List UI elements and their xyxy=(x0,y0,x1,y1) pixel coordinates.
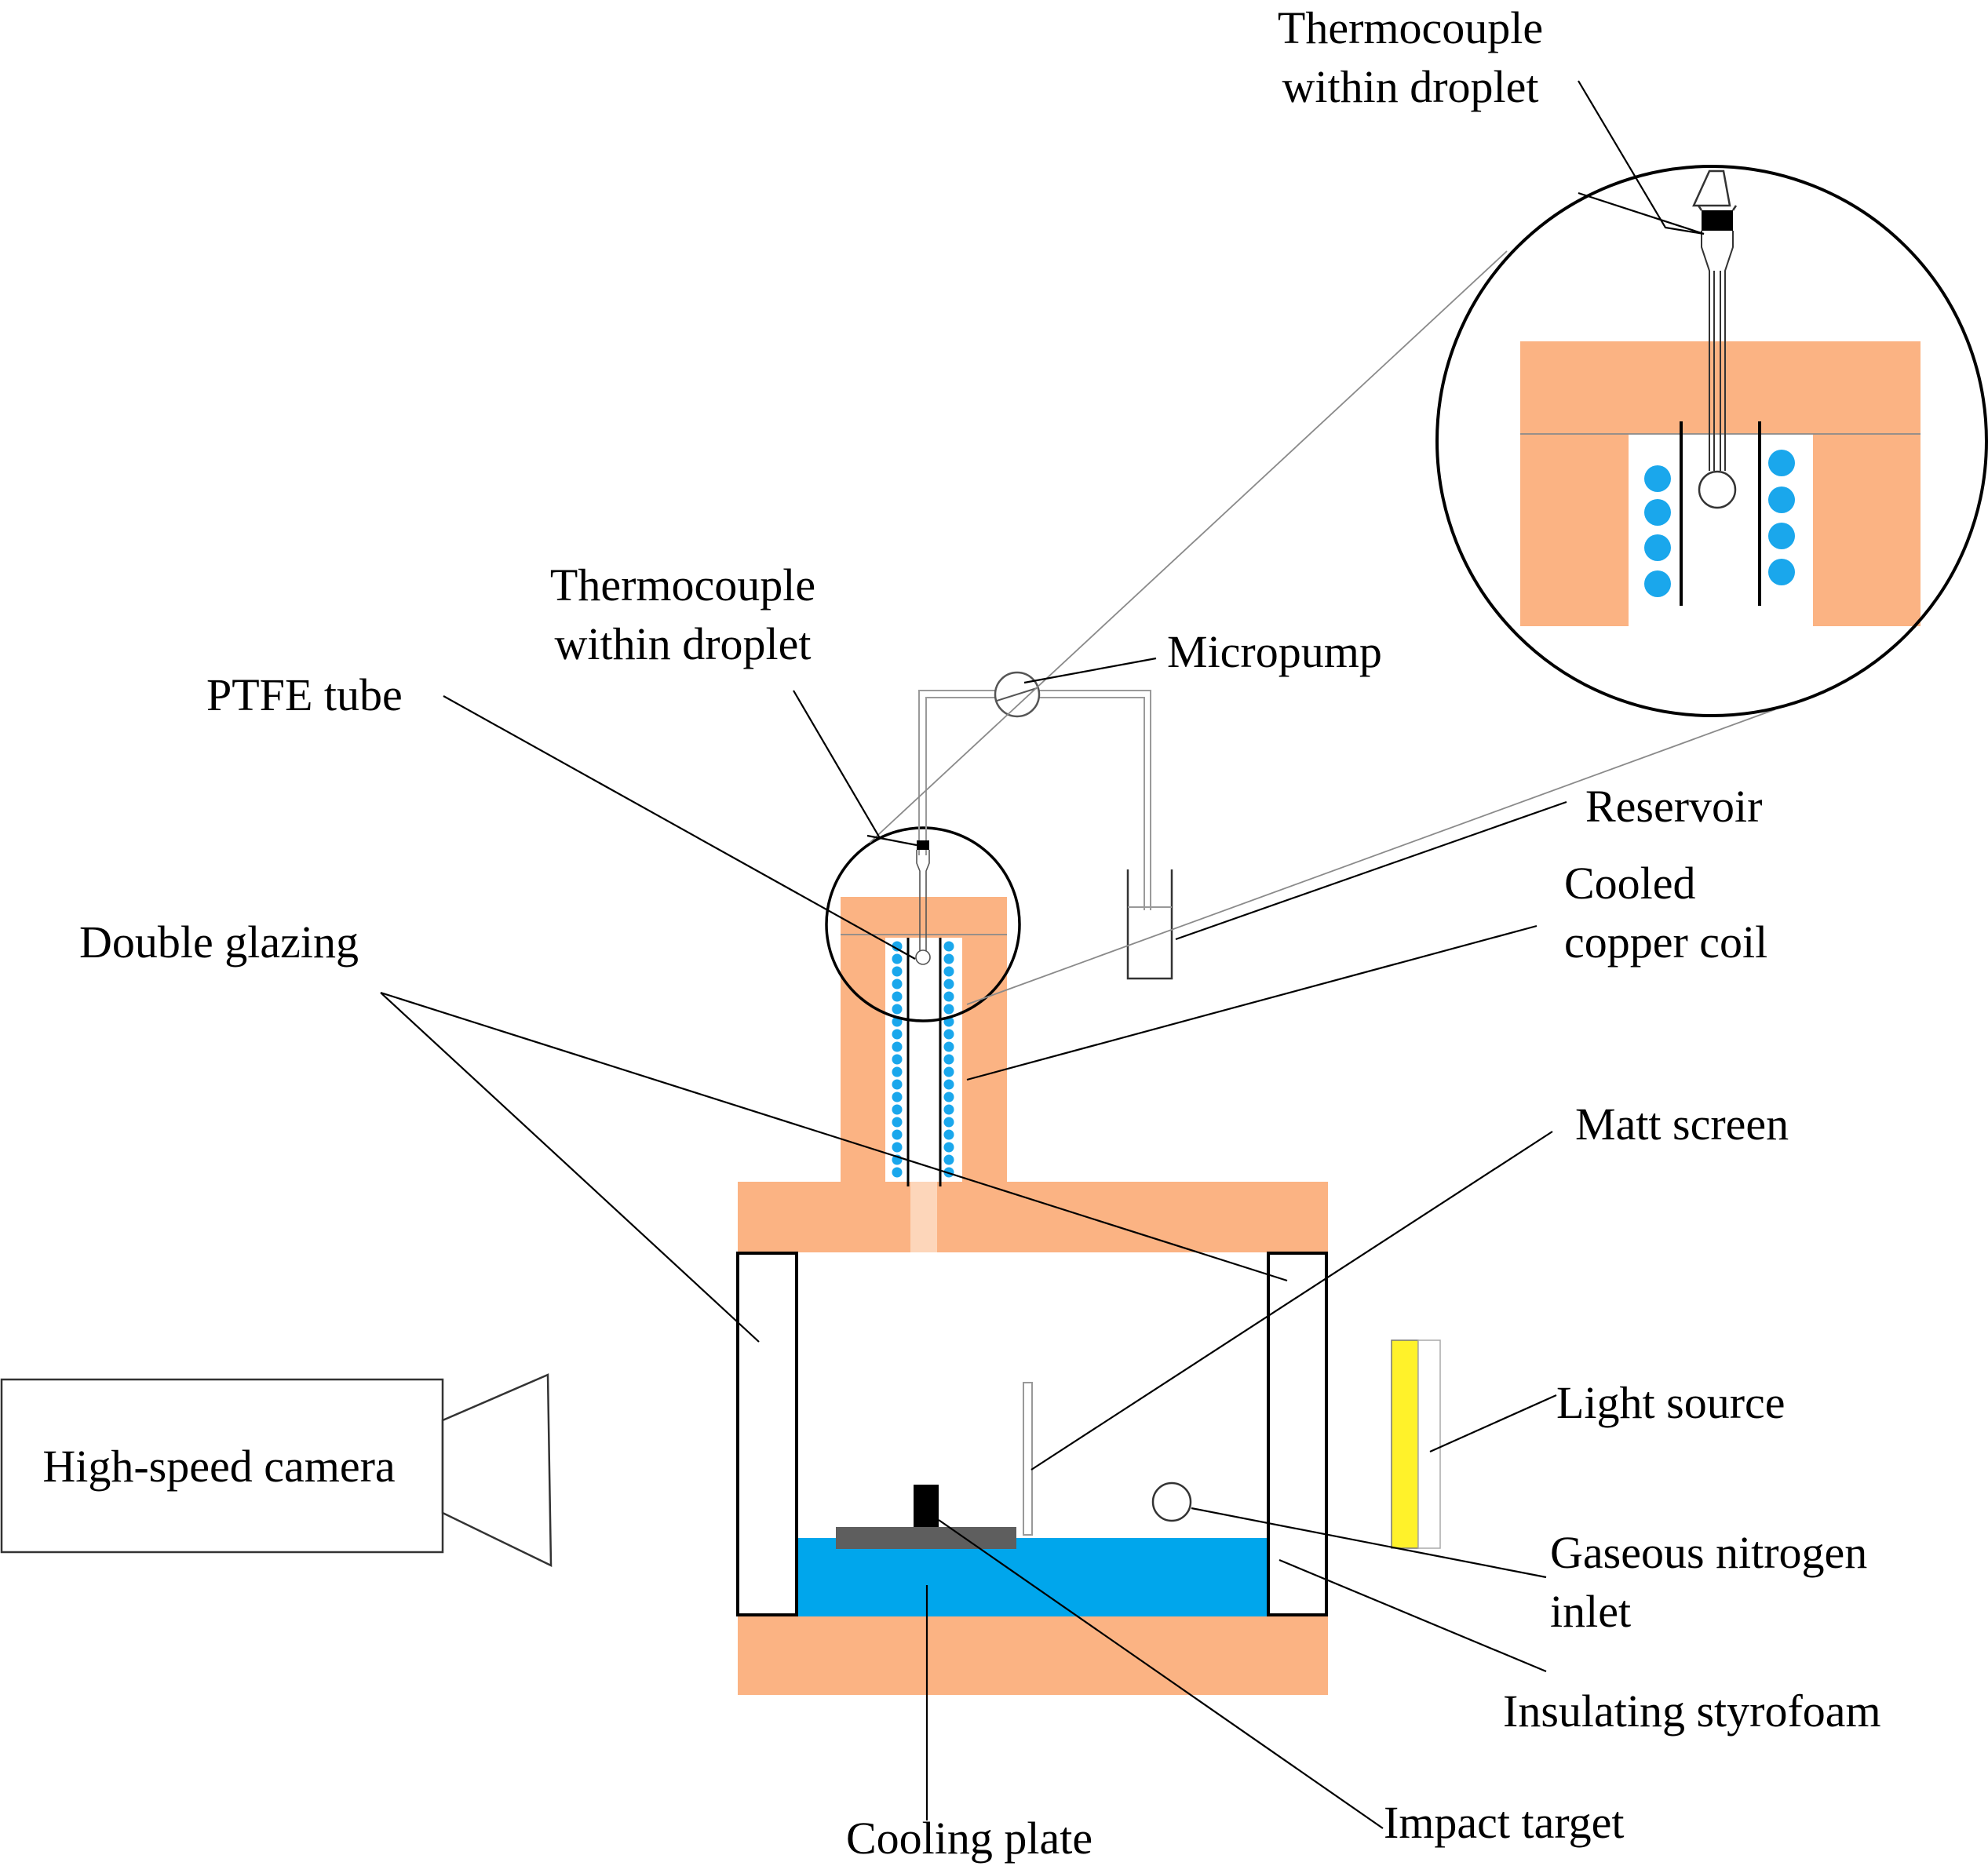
double-glazing-right xyxy=(1267,1252,1328,1616)
label-gaseous-nitrogen-inlet-line2: inlet xyxy=(1550,1586,1631,1637)
camera-body xyxy=(0,1378,444,1554)
label-cooled-copper-coil-line2: copper coil xyxy=(1564,917,1767,968)
impact-target-base xyxy=(836,1527,1016,1549)
label-high-speed-camera: High-speed camera xyxy=(42,1441,395,1492)
thermocouple-large xyxy=(1692,169,1731,207)
coil-dot xyxy=(943,1079,954,1090)
inset-coil-dot xyxy=(1644,465,1671,492)
coil-dot xyxy=(892,1092,903,1102)
coil-dot xyxy=(892,1054,903,1065)
cooling-plate xyxy=(797,1538,1268,1616)
inset-coil-dot xyxy=(1768,559,1795,585)
drop-aperture xyxy=(910,1182,937,1252)
inset-coil-dot xyxy=(1768,487,1795,513)
droplet-small xyxy=(915,949,931,965)
fluid-line xyxy=(915,671,1173,980)
label-gaseous-nitrogen-inlet-line1: Gaseous nitrogen xyxy=(1550,1527,1867,1578)
inset-coil-dot xyxy=(1768,523,1795,549)
high-speed-camera xyxy=(0,1373,553,1568)
coil-dot xyxy=(892,953,903,964)
coil-dot xyxy=(943,1104,954,1115)
coil-dot xyxy=(943,979,954,989)
camera-lens xyxy=(441,1373,553,1568)
inset-coil-dot xyxy=(1644,570,1671,597)
coil-dot xyxy=(892,966,903,977)
coil-dot xyxy=(892,1167,903,1178)
label-ptfe-tube: PTFE tube xyxy=(206,669,403,720)
coil-dot xyxy=(892,1004,903,1015)
nitrogen-inlet xyxy=(1151,1482,1192,1522)
coil-dot xyxy=(943,941,954,952)
label-cooled-copper-coil-line1: Cooled xyxy=(1564,858,1696,909)
coil-dot xyxy=(892,1041,903,1052)
label-reservoir: Reservoir xyxy=(1585,781,1763,832)
label-impact-target: Impact target xyxy=(1384,1797,1625,1848)
label-thermocouple-top-line2: within droplet xyxy=(1282,61,1538,112)
copper-coil xyxy=(892,941,954,1178)
coil-dot xyxy=(892,1129,903,1140)
coil-dot xyxy=(892,979,903,989)
inset-coil-dot xyxy=(1644,499,1671,526)
labels: Thermocouple within droplet Thermocouple… xyxy=(42,2,1880,1864)
coil-dot xyxy=(943,1129,954,1140)
coil-dot xyxy=(943,1054,954,1065)
coil-dot xyxy=(892,941,903,952)
light-source-lamp xyxy=(1391,1339,1419,1549)
reservoir xyxy=(1126,869,1173,980)
label-micropump: Micropump xyxy=(1167,626,1382,677)
coil-dot xyxy=(892,1117,903,1128)
label-insulating-styrofoam: Insulating styrofoam xyxy=(1503,1686,1881,1737)
coil-dot xyxy=(943,1029,954,1040)
coil-dot xyxy=(943,1066,954,1077)
coil-dot xyxy=(892,1104,903,1115)
coil-dot xyxy=(943,966,954,977)
coil-dot xyxy=(943,1041,954,1052)
coil-dot xyxy=(892,1029,903,1040)
label-thermocouple-top-line1: Thermocouple xyxy=(1278,2,1543,53)
inset-coil-dot xyxy=(1644,534,1671,561)
label-thermocouple-mid-line1: Thermocouple xyxy=(550,559,815,610)
coil-dot xyxy=(943,1004,954,1015)
top-styrofoam-slab xyxy=(738,1182,1328,1252)
light-source-diffuser xyxy=(1417,1339,1441,1549)
droplet-large xyxy=(1698,470,1737,509)
label-double-glazing: Double glazing xyxy=(79,917,359,968)
coil-dot xyxy=(943,953,954,964)
coil-dot xyxy=(943,1154,954,1165)
impact-target xyxy=(914,1485,939,1527)
coil-dot xyxy=(943,991,954,1002)
inset-styrofoam-left xyxy=(1520,434,1629,626)
label-matt-screen: Matt screen xyxy=(1575,1099,1789,1150)
coil-dot xyxy=(892,1079,903,1090)
leader-lines xyxy=(380,80,1705,1829)
label-light-source: Light source xyxy=(1556,1377,1786,1428)
label-thermocouple-mid-line2: within droplet xyxy=(554,618,811,669)
coil-dot xyxy=(892,991,903,1002)
coil-dot xyxy=(943,1117,954,1128)
droplet-generator xyxy=(841,897,1007,1186)
thermocouple-small xyxy=(917,840,929,850)
light-source xyxy=(1391,1339,1441,1549)
double-glazing-left xyxy=(736,1252,798,1616)
coil-dot xyxy=(892,1066,903,1077)
inset-styrofoam-right xyxy=(1813,434,1921,626)
bottom-styrofoam-slab xyxy=(738,1615,1328,1695)
coil-dot xyxy=(892,1142,903,1153)
chamber xyxy=(736,1182,1328,1695)
coil-dot xyxy=(943,1092,954,1102)
coil-dot xyxy=(943,1142,954,1153)
label-cooling-plate: Cooling plate xyxy=(846,1813,1092,1864)
magnified-inset xyxy=(1435,165,1988,717)
inset-coil-dot xyxy=(1768,450,1795,476)
matt-screen xyxy=(1023,1382,1033,1536)
zoom-circle-small xyxy=(825,826,1021,1022)
